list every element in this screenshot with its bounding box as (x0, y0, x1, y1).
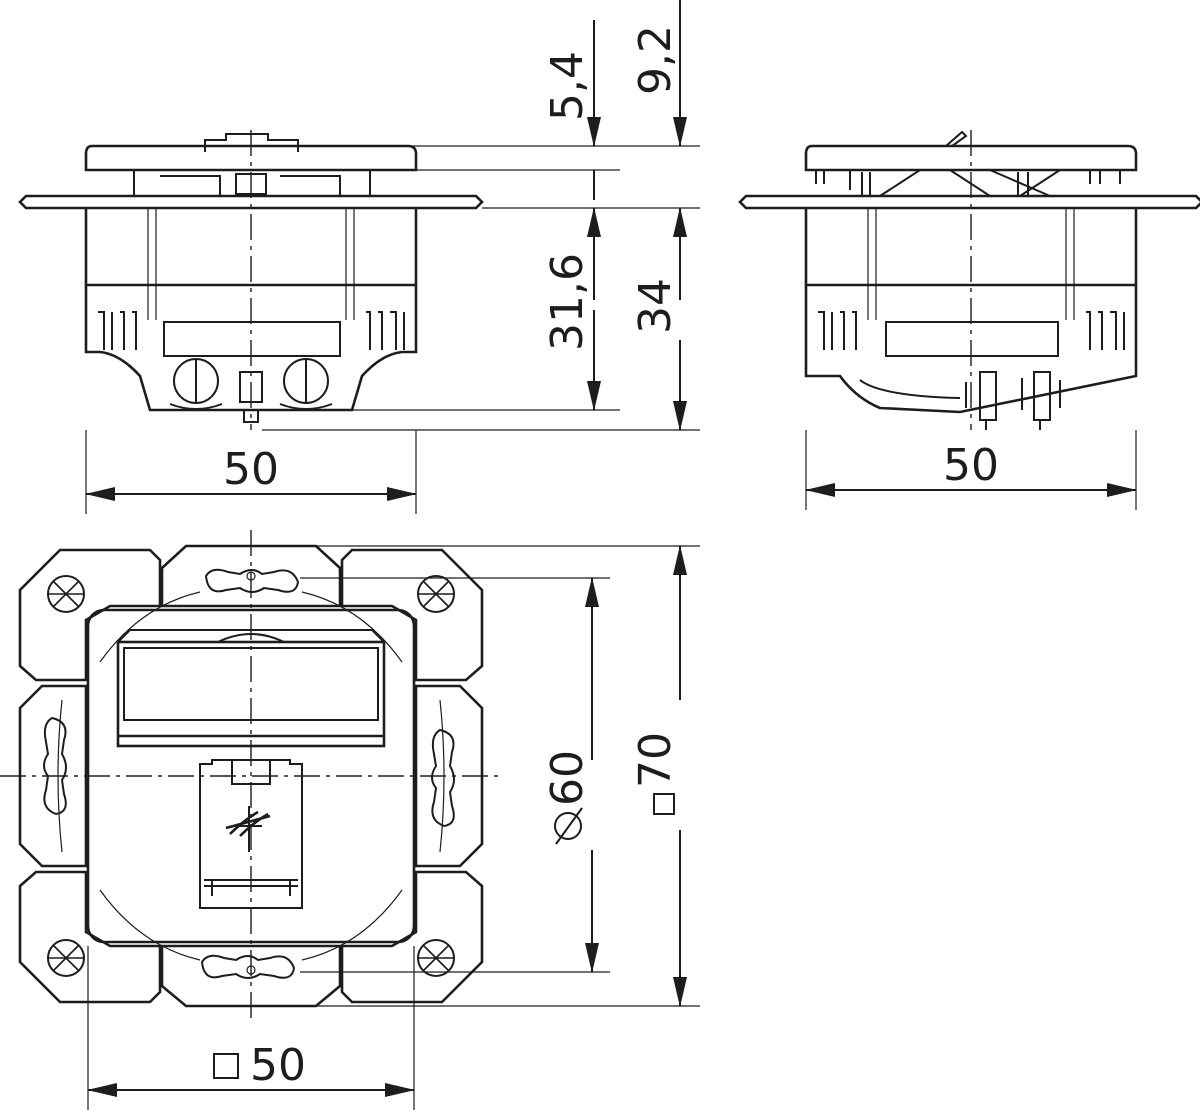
square-symbol-icon-2 (213, 1053, 239, 1079)
dim-total-front-depth: 9,2 (630, 25, 681, 95)
dim-front-width: 50 (223, 444, 279, 495)
keyhole-right (431, 728, 455, 828)
front-elevation-view (18, 130, 484, 430)
plan-view (0, 530, 500, 1020)
front-top-latch (204, 133, 299, 152)
square-symbol-icon (653, 793, 675, 815)
front-view-dimensions: 5,4 31,6 9,2 34 50 (85, 0, 700, 514)
dim-frame-size: 70 (630, 732, 681, 788)
front-body (84, 208, 418, 287)
side-terminal-block (804, 285, 1138, 414)
screw-hole-tr (417, 575, 455, 613)
dim-side-width: 50 (943, 440, 999, 491)
side-elevation-view (738, 130, 1200, 430)
screw-hole-tl (47, 575, 85, 613)
network-symbol-icon (225, 806, 271, 852)
frame-corner-bl (18, 870, 162, 1004)
frame-corner-tr (340, 548, 484, 682)
keyhole-left (43, 716, 67, 816)
screw-hole-bl (47, 939, 85, 977)
frame-lobe-right (414, 684, 484, 868)
dim-total-body-depth: 34 (630, 278, 681, 334)
rj45-port (199, 759, 303, 909)
dim-faceplate-depth: 5,4 (542, 51, 593, 121)
keyhole-top (204, 568, 300, 593)
front-terminal-block (84, 285, 418, 412)
screw-hole-br (417, 939, 455, 977)
side-body (804, 208, 1138, 287)
dim-plate-size: 50 (250, 1040, 306, 1091)
plan-view-dimensions: 60 70 50 (87, 545, 700, 1110)
dim-diameter: 60 (542, 750, 593, 806)
side-flange (738, 194, 1200, 210)
dim-body-depth: 31,6 (542, 253, 593, 351)
keyhole-bottom (200, 954, 296, 979)
side-view-dimensions: 50 (805, 430, 1137, 510)
side-faceplate (804, 144, 1138, 172)
frame-lobe-left (18, 684, 88, 868)
frame-corner-tl (18, 548, 162, 682)
diameter-symbol-icon (554, 807, 583, 845)
front-flange (18, 194, 484, 210)
frame-corner-br (340, 870, 484, 1004)
